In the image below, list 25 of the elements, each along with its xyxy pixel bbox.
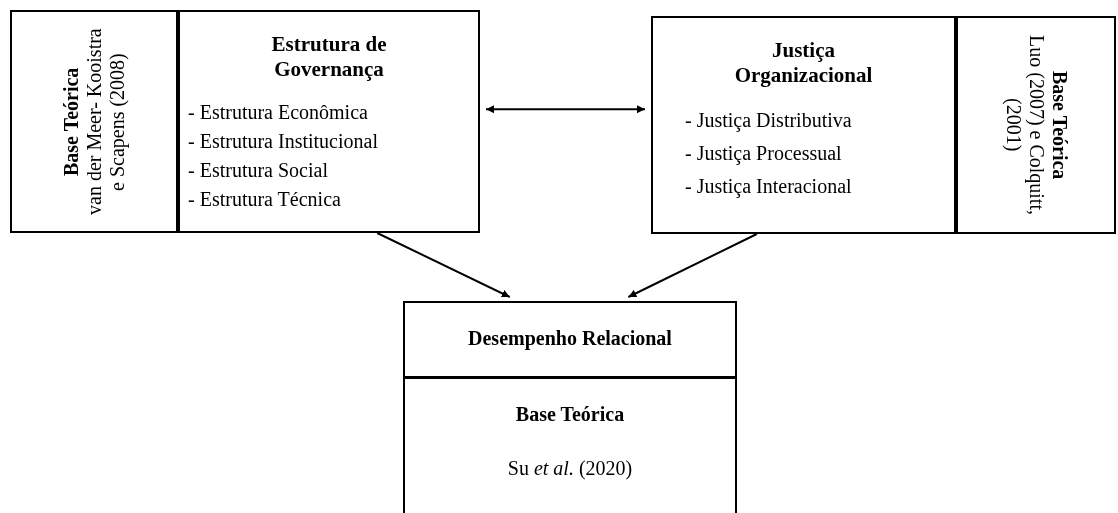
arrow (485, 105, 646, 114)
theory-heading: Base Teórica (59, 66, 83, 178)
box-heading: Justiça Organizacional (733, 38, 874, 89)
box-heading: Desempenho Relacional (468, 326, 672, 352)
box-heading: Estrutura de Governança (270, 32, 388, 83)
list-item: - Justiça Processual (684, 141, 843, 167)
theory-heading: Base Teórica (1047, 69, 1071, 182)
list-item: - Justiça Distributiva (684, 108, 853, 134)
list-item: - Justiça Interacional (684, 174, 853, 200)
list-item: - Estrutura Institucional (188, 129, 379, 155)
list-item: - Estrutura Social (188, 158, 329, 184)
table-box (403, 377, 737, 513)
list-item: - Estrutura Econômica (188, 100, 369, 126)
theory-reference: Luo (2007) e Colquitt, (2001) (1001, 35, 1048, 215)
theory-reference: Su et al. (2020) (507, 456, 633, 482)
concept-box (10, 10, 178, 233)
concept-box (956, 16, 1116, 234)
table-box (403, 301, 737, 378)
list-item: - Estrutura Técnica (188, 187, 342, 213)
theory-reference: van der Meer- Kooistra e Scapens (2008) (82, 27, 129, 217)
arrow (376, 232, 511, 298)
concept-box (651, 16, 956, 234)
arrow (627, 233, 758, 298)
theory-heading: Base Teórica (515, 402, 625, 427)
concept-box (178, 10, 480, 233)
